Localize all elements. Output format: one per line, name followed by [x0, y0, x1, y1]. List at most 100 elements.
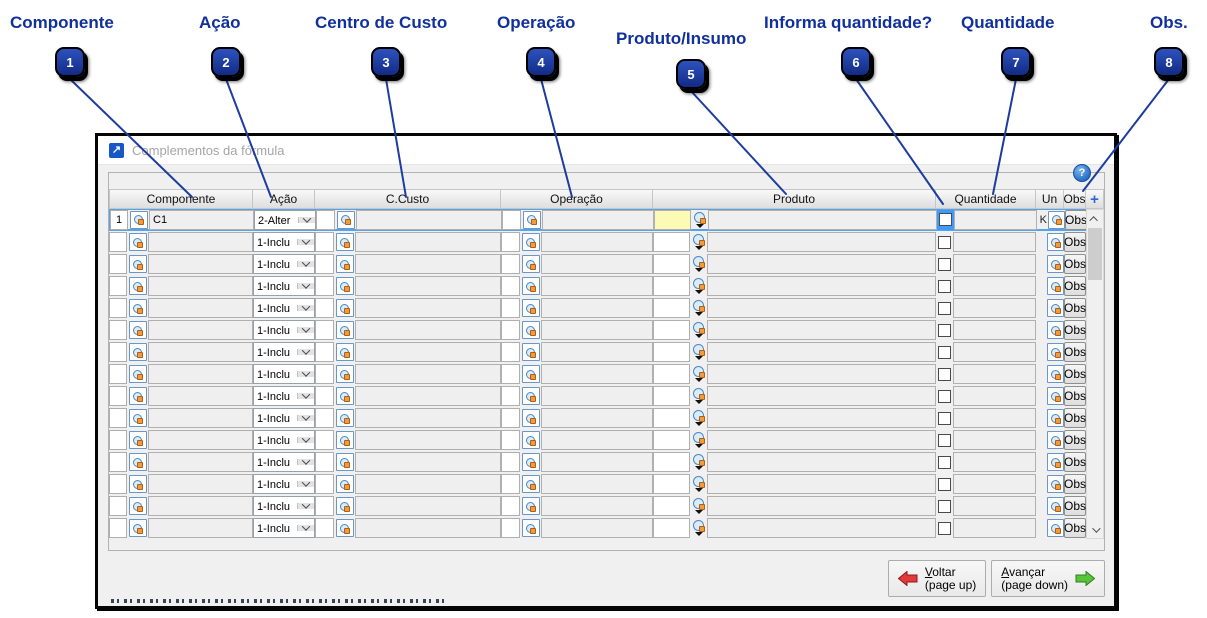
ccusto-field[interactable] — [355, 474, 501, 494]
acao-dropdown-button[interactable] — [297, 412, 314, 421]
produto-field[interactable] — [707, 342, 936, 362]
componente-search-button[interactable] — [128, 453, 147, 471]
ccusto-code-field[interactable] — [315, 320, 334, 340]
operacao-field[interactable] — [541, 452, 653, 472]
ccusto-search-button[interactable] — [335, 409, 354, 427]
header-produto[interactable]: Produto — [653, 189, 936, 209]
componente-search-button[interactable] — [128, 387, 147, 405]
acao-select[interactable]: 1-Inclu — [253, 408, 315, 428]
operacao-field[interactable] — [541, 496, 653, 516]
informa-quantidade-checkbox[interactable] — [938, 345, 951, 359]
produto-field[interactable] — [707, 474, 936, 494]
informa-quantidade-checkbox[interactable] — [938, 499, 951, 513]
informa-quantidade-checkbox[interactable] — [938, 301, 951, 315]
operacao-code-field[interactable] — [501, 518, 520, 538]
produto-code-field[interactable] — [653, 430, 690, 450]
acao-select[interactable]: 1-Inclu — [253, 386, 315, 406]
acao-select[interactable]: 1-Inclu — [253, 254, 315, 274]
operacao-code-field[interactable] — [501, 342, 520, 362]
produto-field[interactable] — [707, 254, 936, 274]
operacao-field[interactable] — [541, 364, 653, 384]
produto-search-cell[interactable] — [690, 474, 707, 494]
ccusto-field[interactable] — [355, 364, 501, 384]
un-search-button[interactable] — [1046, 299, 1064, 317]
obs-button[interactable]: Obs — [1064, 474, 1086, 494]
operacao-code-field[interactable] — [501, 232, 520, 252]
componente-search-button[interactable] — [128, 277, 147, 295]
table-row[interactable]: 1-Inclu — [109, 341, 1086, 363]
componente-field[interactable] — [148, 474, 253, 494]
ccusto-field[interactable] — [355, 496, 501, 516]
operacao-field[interactable] — [541, 474, 653, 494]
componente-search-button[interactable] — [128, 409, 147, 427]
ccusto-search-button[interactable] — [335, 343, 354, 361]
operacao-field[interactable] — [541, 320, 653, 340]
quantidade-field[interactable] — [953, 276, 1036, 296]
table-row[interactable]: 1-Inclu — [109, 517, 1086, 539]
table-row[interactable]: 1-Inclu — [109, 363, 1086, 385]
window-titlebar[interactable]: ↗ Complementos da fórmula — [98, 136, 1114, 165]
produto-search-cell[interactable] — [690, 342, 707, 362]
header-componente[interactable]: Componente — [109, 189, 253, 209]
obs-button[interactable]: Obs — [1064, 386, 1086, 406]
ccusto-field[interactable] — [356, 209, 502, 230]
ccusto-code-field[interactable] — [315, 254, 334, 274]
ccusto-search-button[interactable] — [335, 321, 354, 339]
add-column-button[interactable]: + — [1086, 189, 1104, 209]
quantidade-field[interactable] — [953, 474, 1036, 494]
operacao-search-button[interactable] — [521, 519, 540, 537]
acao-dropdown-button[interactable] — [297, 478, 314, 487]
produto-field[interactable] — [707, 298, 936, 318]
produto-field[interactable] — [707, 452, 936, 472]
produto-code-field[interactable] — [653, 496, 690, 516]
componente-search-button[interactable] — [128, 519, 147, 537]
obs-button[interactable]: Obs — [1064, 364, 1086, 384]
acao-dropdown-button[interactable] — [297, 258, 314, 267]
operacao-search-button[interactable] — [521, 255, 540, 273]
operacao-code-field[interactable] — [502, 209, 521, 230]
ccusto-code-field[interactable] — [315, 232, 334, 252]
help-icon[interactable]: ? — [1073, 164, 1091, 182]
componente-field[interactable] — [148, 518, 253, 538]
produto-code-field[interactable] — [653, 474, 690, 494]
quantidade-field[interactable] — [953, 364, 1036, 384]
produto-search-cell[interactable] — [690, 408, 707, 428]
produto-code-field[interactable] — [653, 254, 690, 274]
acao-dropdown-button[interactable] — [297, 390, 314, 399]
ccusto-search-button[interactable] — [335, 497, 354, 515]
ccusto-search-button[interactable] — [335, 453, 354, 471]
produto-field[interactable] — [707, 430, 936, 450]
produto-field[interactable] — [707, 408, 936, 428]
operacao-field[interactable] — [541, 298, 653, 318]
produto-field[interactable] — [707, 386, 936, 406]
acao-dropdown-button[interactable] — [297, 456, 314, 465]
produto-search-cell[interactable] — [691, 210, 708, 230]
header-operacao[interactable]: Operação — [501, 189, 653, 209]
obs-button[interactable]: Obs — [1064, 298, 1086, 318]
ccusto-field[interactable] — [355, 452, 501, 472]
ccusto-code-field[interactable] — [315, 474, 334, 494]
table-row[interactable]: 1-Inclu — [109, 275, 1086, 297]
scrollbar-thumb[interactable] — [1088, 228, 1102, 280]
table-row[interactable]: 1 C1 2-Alter — [109, 209, 1087, 231]
ccusto-code-field[interactable] — [315, 430, 334, 450]
componente-field[interactable] — [148, 452, 253, 472]
operacao-code-field[interactable] — [501, 276, 520, 296]
ccusto-code-field[interactable] — [315, 408, 334, 428]
operacao-search-button[interactable] — [521, 299, 540, 317]
ccusto-code-field[interactable] — [315, 298, 334, 318]
quantidade-field[interactable] — [953, 298, 1036, 318]
componente-search-button[interactable] — [129, 210, 148, 229]
componente-field[interactable] — [148, 232, 253, 252]
informa-quantidade-checkbox[interactable] — [938, 433, 951, 447]
operacao-field[interactable] — [541, 518, 653, 538]
operacao-code-field[interactable] — [501, 496, 520, 516]
operacao-code-field[interactable] — [501, 254, 520, 274]
informa-quantidade-checkbox[interactable] — [938, 455, 951, 469]
componente-field[interactable] — [148, 430, 253, 450]
acao-dropdown-button[interactable] — [297, 346, 314, 355]
produto-field[interactable] — [707, 496, 936, 516]
ccusto-code-field[interactable] — [315, 386, 334, 406]
acao-select[interactable]: 1-Inclu — [253, 232, 315, 252]
operacao-search-button[interactable] — [521, 233, 540, 251]
